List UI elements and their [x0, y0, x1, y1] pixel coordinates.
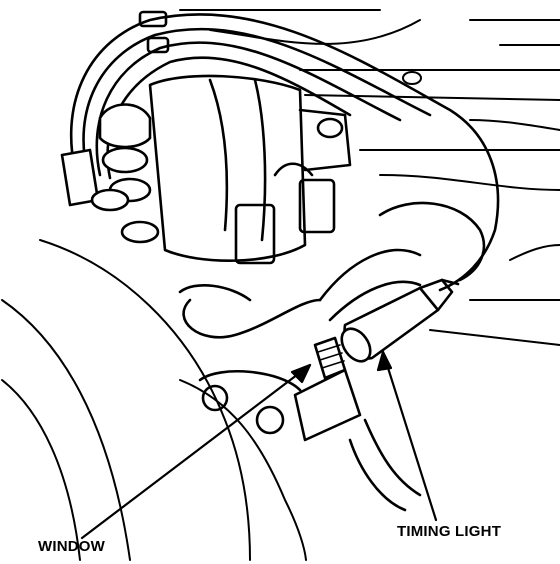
- timing-window-plate: [198, 336, 422, 512]
- window-label: WINDOW: [38, 538, 106, 555]
- timing-light-gun: [340, 278, 460, 363]
- hoses: [178, 201, 486, 339]
- housing-outline: [1, 239, 307, 561]
- engine-block-lines: [179, 9, 560, 346]
- leader-lines: [80, 350, 438, 540]
- distributor: [148, 74, 352, 265]
- timing-light-label: TIMING LIGHT: [397, 523, 502, 540]
- plug-boots: [60, 103, 160, 244]
